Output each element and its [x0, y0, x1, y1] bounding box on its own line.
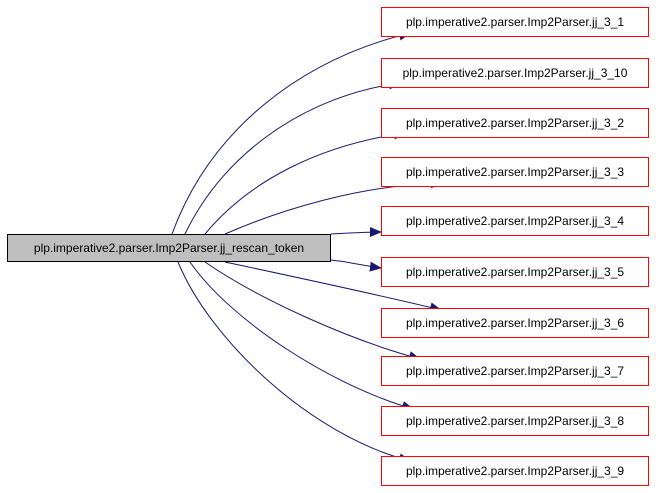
- target-node-label: plp.imperative2.parser.Imp2Parser.jj_3_8: [405, 414, 625, 428]
- call-edge: [189, 261, 414, 411]
- call-edge: [330, 259, 382, 272]
- target-node-label: plp.imperative2.parser.Imp2Parser.jj_3_1…: [402, 66, 628, 80]
- target-node[interactable]: plp.imperative2.parser.Imp2Parser.jj_3_3: [381, 157, 649, 187]
- target-node-label: plp.imperative2.parser.Imp2Parser.jj_3_4: [405, 214, 625, 228]
- call-edge: [204, 129, 406, 235]
- target-node[interactable]: plp.imperative2.parser.Imp2Parser.jj_3_7: [381, 356, 649, 386]
- target-node[interactable]: plp.imperative2.parser.Imp2Parser.jj_3_5: [381, 257, 649, 287]
- source-node[interactable]: plp.imperative2.parser.Imp2Parser.jj_res…: [7, 234, 331, 262]
- target-node[interactable]: plp.imperative2.parser.Imp2Parser.jj_3_1…: [381, 58, 649, 88]
- edges: [171, 30, 443, 464]
- target-node-label: plp.imperative2.parser.Imp2Parser.jj_3_5: [405, 265, 625, 279]
- target-node-label: plp.imperative2.parser.Imp2Parser.jj_3_3: [405, 165, 625, 179]
- target-node[interactable]: plp.imperative2.parser.Imp2Parser.jj_3_2: [381, 108, 649, 138]
- target-node-label: plp.imperative2.parser.Imp2Parser.jj_3_6: [405, 316, 625, 330]
- target-node[interactable]: plp.imperative2.parser.Imp2Parser.jj_3_9: [381, 456, 649, 486]
- call-edge: [204, 261, 421, 361]
- target-node-label: plp.imperative2.parser.Imp2Parser.jj_3_1: [405, 15, 625, 29]
- target-node[interactable]: plp.imperative2.parser.Imp2Parser.jj_3_1: [381, 7, 649, 37]
- target-node-label: plp.imperative2.parser.Imp2Parser.jj_3_9: [405, 464, 625, 478]
- source-node-label: plp.imperative2.parser.Imp2Parser.jj_res…: [33, 241, 305, 255]
- target-node[interactable]: plp.imperative2.parser.Imp2Parser.jj_3_8: [381, 406, 649, 436]
- target-node[interactable]: plp.imperative2.parser.Imp2Parser.jj_3_4: [381, 206, 649, 236]
- target-node-label: plp.imperative2.parser.Imp2Parser.jj_3_2: [405, 116, 625, 130]
- call-edge: [184, 79, 401, 235]
- call-edge: [171, 30, 411, 235]
- target-node-label: plp.imperative2.parser.Imp2Parser.jj_3_7: [405, 364, 625, 378]
- call-edge: [224, 261, 442, 313]
- target-node[interactable]: plp.imperative2.parser.Imp2Parser.jj_3_6: [381, 308, 649, 338]
- call-edge: [330, 227, 382, 238]
- call-edge: [177, 261, 411, 464]
